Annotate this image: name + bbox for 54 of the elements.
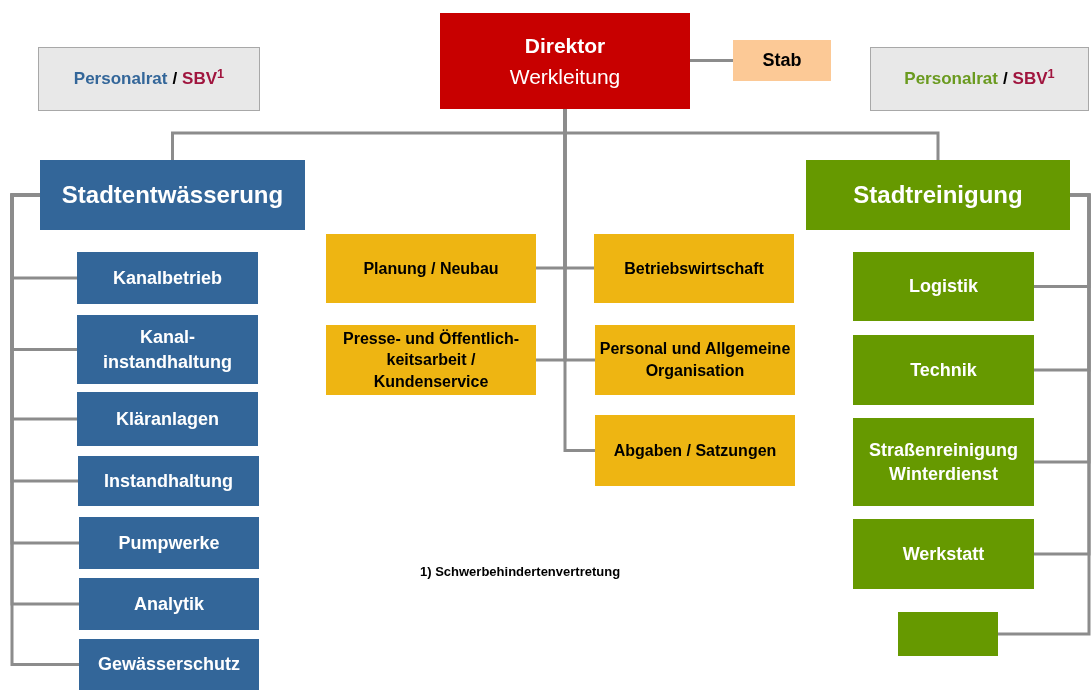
council-label: SBV$^{1}$ xyxy=(182,66,225,91)
unit-box xyxy=(79,578,259,630)
council-label: / xyxy=(172,68,178,91)
unit-box xyxy=(898,612,998,656)
council-label: Personalrat xyxy=(73,68,168,91)
unit-box xyxy=(853,418,1034,506)
unit-box xyxy=(853,335,1034,405)
unit-label: Betriebswirtschaft xyxy=(624,258,764,279)
footnote-text: 1) Schwerbehindertenvertretung xyxy=(420,563,621,581)
staff-unit-box xyxy=(326,234,536,303)
unit-label: Pumpwerke xyxy=(118,531,220,555)
staff-unit-box xyxy=(326,325,536,395)
unit-box xyxy=(853,252,1034,321)
connector-line xyxy=(690,59,733,62)
connector-line xyxy=(563,109,595,452)
unit-box xyxy=(77,392,258,446)
unit-box xyxy=(79,639,259,690)
unit-label: Planung / Neubau xyxy=(363,258,499,279)
unit-label: Werkleitung xyxy=(509,64,621,90)
unit-label: Stadtreinigung xyxy=(853,180,1023,210)
unit-box xyxy=(77,315,258,384)
unit-label: Stadtentwässerung xyxy=(61,180,284,210)
department-box xyxy=(40,160,305,230)
unit-label: Kanal- instandhaltung xyxy=(102,326,233,374)
unit-label: Technik xyxy=(910,358,977,382)
director-box xyxy=(440,13,690,109)
unit-box xyxy=(853,519,1034,589)
unit-box xyxy=(79,517,259,569)
unit-label: Werkstatt xyxy=(902,542,985,566)
staff-unit-box xyxy=(595,415,795,486)
unit-box xyxy=(78,456,259,506)
council-label: / xyxy=(1002,68,1008,91)
unit-label: Instandhaltung xyxy=(104,469,233,493)
staff-unit-box xyxy=(595,325,795,395)
unit-label: Stab xyxy=(762,49,802,72)
staff-unit-box xyxy=(594,234,794,303)
unit-label: Analytik xyxy=(134,592,204,616)
council-box xyxy=(870,47,1089,111)
staff-box xyxy=(733,40,831,81)
council-label: SBV$^{1}$ xyxy=(1012,66,1055,91)
unit-label: Kläranlagen xyxy=(115,407,219,431)
unit-label: Direktor xyxy=(524,32,606,59)
connector-line xyxy=(998,193,1091,636)
unit-label: Presse- und Öffentlich- keitsarbeit / Kundenservice xyxy=(342,328,520,392)
unit-label: Straßenreinigung Winterdienst xyxy=(868,438,1019,486)
unit-label: Logistik xyxy=(909,275,978,299)
department-box xyxy=(806,160,1070,230)
unit-box xyxy=(77,252,258,304)
unit-label: Abgaben / Satzungen xyxy=(613,440,777,461)
unit-label: Gewässerschutz xyxy=(97,653,241,677)
unit-label: Personal und Allgemeine Organisation xyxy=(599,339,791,381)
council-label: Personalrat xyxy=(904,68,998,91)
unit-label: Kanalbetrieb xyxy=(113,266,222,290)
council-box xyxy=(38,47,260,111)
